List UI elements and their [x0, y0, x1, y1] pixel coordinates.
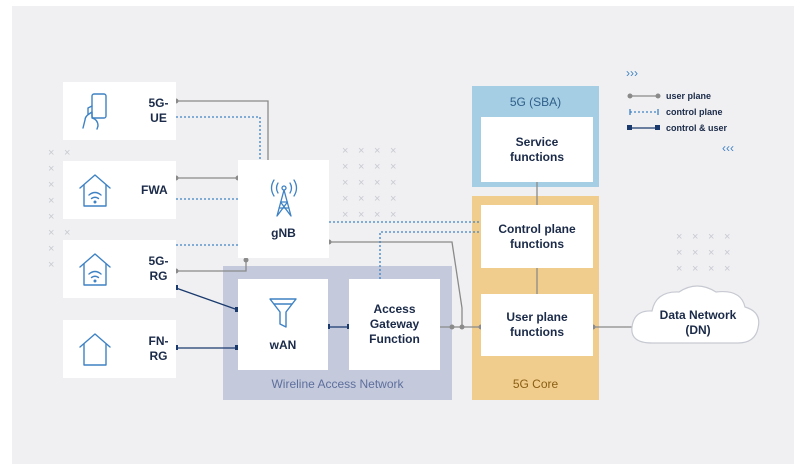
gnb-label: gNB	[271, 225, 296, 240]
device-node-fwa: FWA	[63, 161, 176, 219]
decorative-cross: ×	[390, 193, 397, 205]
decorative-cross: ×	[708, 263, 715, 275]
funnel-icon	[269, 298, 297, 328]
decorative-cross: ×	[342, 209, 349, 221]
phone-hand-icon	[82, 93, 107, 130]
decorative-cross: ×	[48, 259, 55, 271]
gnb-node: gNB	[238, 160, 329, 258]
legend-lines	[627, 93, 661, 130]
device-label-5g-ue: 5G-UE	[148, 96, 169, 125]
decorative-cross: ×	[48, 163, 55, 175]
decorative-cross: ×	[374, 145, 381, 157]
decorative-cross: ×	[358, 209, 365, 221]
decorative-cross: ×	[358, 177, 365, 189]
decorative-cross: ×	[676, 247, 683, 259]
decorative-cross: ×	[64, 227, 71, 239]
decorative-cross: ×	[374, 161, 381, 173]
decorative-cross: ×	[692, 247, 699, 259]
decorative-cross: ×	[374, 209, 381, 221]
device-label-fwa: FWA	[141, 182, 168, 197]
control-plane-lines	[176, 116, 481, 279]
decorative-cross: ×	[724, 231, 731, 243]
wan-node: wAN	[238, 279, 328, 370]
decorative-cross: ×	[48, 227, 55, 239]
decorative-cross: ×	[390, 161, 397, 173]
data-network-label: Data Network (DN)	[659, 308, 737, 337]
decorative-cross: ×	[48, 211, 55, 223]
user-plane-functions-label: User plane functions	[506, 310, 568, 339]
agf-label: Access Gateway Function	[369, 302, 420, 346]
house-wifi-icon	[79, 253, 111, 286]
device-node-5g-rg: 5G-RG	[63, 240, 176, 298]
decorative-cross: ×	[390, 177, 397, 189]
decorative-cross: ×	[390, 209, 397, 221]
decorative-cross: ×	[708, 247, 715, 259]
data-network-label-box: Data Network (DN)	[645, 306, 751, 340]
device-label-fn-rg: FN-RG	[148, 334, 169, 363]
user-plane-functions-node: User plane functions	[481, 294, 593, 356]
access-gateway-function-node: Access Gateway Function	[349, 279, 440, 370]
decorative-cross: ×	[48, 195, 55, 207]
decorative-cross: ×	[64, 147, 71, 159]
decorative-cross: ×	[692, 231, 699, 243]
decorative-cross: ×	[724, 247, 731, 259]
wireline-region-label: Wireline Access Network	[271, 377, 404, 391]
wan-label: wAN	[269, 338, 297, 352]
decorative-cross: ×	[48, 179, 55, 191]
ue-gnb-user-line	[176, 100, 269, 160]
device-node-5g-ue: 5G-UE	[63, 82, 176, 140]
device-label-5g-rg: 5G-RG	[148, 254, 169, 283]
cell-tower-icon	[270, 178, 297, 217]
ue-gnb-control-line	[176, 116, 261, 160]
house-icon	[79, 333, 111, 366]
decorative-cross: ×	[358, 193, 365, 205]
service-functions-label: Service functions	[510, 134, 564, 164]
decorative-cross: ×	[724, 263, 731, 275]
decorative-cross: ×	[358, 145, 365, 157]
decorative-cross: ×	[708, 231, 715, 243]
sba-region-label: 5G (SBA)	[509, 95, 562, 109]
legend-arrows-left: ‹‹‹	[722, 141, 734, 155]
control-user-lines	[175, 287, 349, 349]
decorative-cross: ×	[374, 177, 381, 189]
decorative-cross: ×	[358, 161, 365, 173]
decorative-cross: ×	[48, 147, 55, 159]
legend-user-plane: user plane	[666, 91, 712, 101]
control-plane-functions-label: Control plane functions	[498, 221, 576, 251]
control-plane-functions-node: Control plane functions	[481, 205, 593, 268]
house-wifi-icon	[79, 174, 111, 207]
decorative-cross: ×	[676, 231, 683, 243]
core-region-label: 5G Core	[512, 377, 559, 391]
gnb-upf-user-line	[329, 241, 463, 327]
decorative-cross: ×	[48, 243, 55, 255]
decorative-cross: ×	[390, 145, 397, 157]
service-functions-node: Service functions	[481, 117, 593, 182]
rg-wan-line	[175, 287, 239, 311]
legend-arrows-right: ›››	[626, 66, 638, 80]
decorative-cross: ×	[692, 263, 699, 275]
legend-control-user: control & user	[666, 123, 728, 133]
decorative-cross: ×	[342, 193, 349, 205]
decorative-cross: ×	[342, 177, 349, 189]
device-node-fn-rg: FN-RG	[63, 320, 176, 378]
decorative-cross: ×	[342, 145, 349, 157]
decorative-cross: ×	[374, 193, 381, 205]
decorative-cross: ×	[342, 161, 349, 173]
decorative-cross: ×	[676, 263, 683, 275]
legend-control-plane: control plane	[666, 107, 723, 117]
